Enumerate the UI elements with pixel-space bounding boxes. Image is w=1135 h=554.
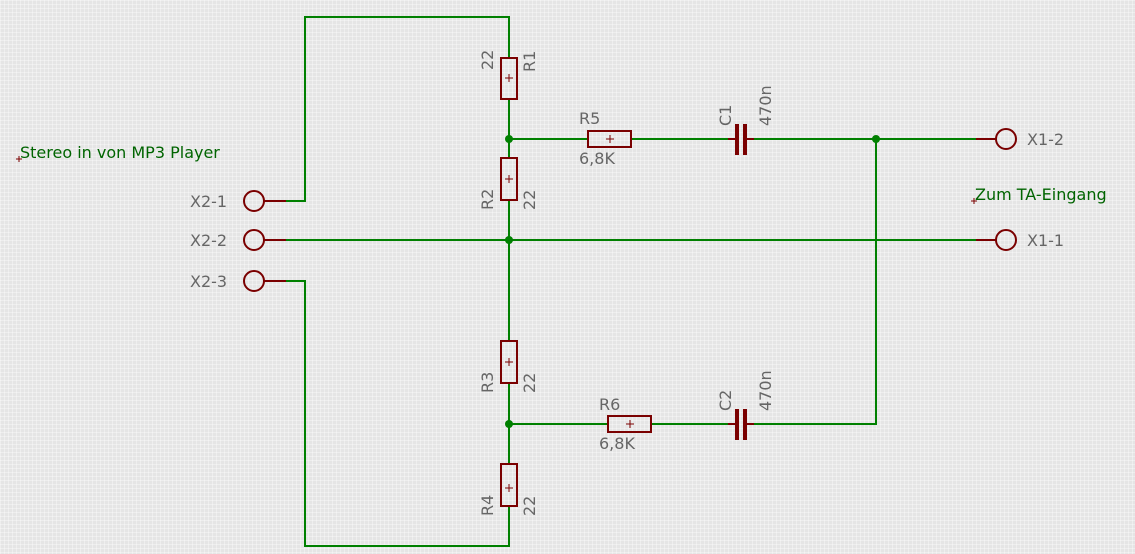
note-input: Stereo in von MP3 Player bbox=[16, 143, 220, 162]
r4-name: R4 bbox=[478, 495, 497, 516]
input-note-text: Stereo in von MP3 Player bbox=[20, 143, 220, 162]
resistor-r3[interactable]: R3 22 bbox=[478, 340, 539, 393]
x1-2-label: X1-2 bbox=[1027, 130, 1064, 149]
connector-x1-2[interactable]: X1-2 bbox=[976, 128, 1064, 150]
c2-value: 470n bbox=[756, 370, 775, 411]
capacitor-c2[interactable]: C2 470n bbox=[716, 370, 775, 440]
r2-value: 22 bbox=[520, 190, 539, 210]
connector-x2-3[interactable]: X2-3 bbox=[190, 270, 286, 292]
r5-value: 6,8K bbox=[579, 149, 615, 168]
resistor-r2[interactable]: R2 22 bbox=[478, 157, 539, 210]
connector-x2-1[interactable]: X2-1 bbox=[190, 190, 286, 212]
resistor-r5[interactable]: R5 6,8K bbox=[579, 109, 632, 168]
capacitor-c1[interactable]: C1 470n bbox=[716, 85, 775, 155]
r6-value: 6,8K bbox=[599, 434, 635, 453]
wire-x2-3 bbox=[286, 280, 510, 547]
r1-value: 22 bbox=[478, 50, 497, 70]
r3-name: R3 bbox=[478, 372, 497, 393]
output-note-text: Zum TA-Eingang bbox=[975, 185, 1107, 204]
resistor-r6[interactable]: R6 6,8K bbox=[599, 395, 652, 453]
x2-1-label: X2-1 bbox=[190, 192, 227, 211]
c1-name: C1 bbox=[716, 105, 735, 126]
c1-value: 470n bbox=[756, 85, 775, 126]
junction-r3-r4 bbox=[505, 420, 513, 428]
c2-name: C2 bbox=[716, 390, 735, 411]
r5-name: R5 bbox=[579, 109, 600, 128]
r3-value: 22 bbox=[520, 373, 539, 393]
x2-3-label: X2-3 bbox=[190, 272, 227, 291]
x2-2-label: X2-2 bbox=[190, 231, 227, 250]
r1-name: R1 bbox=[520, 51, 539, 72]
note-output: Zum TA-Eingang bbox=[971, 185, 1107, 204]
connector-x1-1[interactable]: X1-1 bbox=[976, 229, 1064, 251]
wire-x2-1 bbox=[286, 16, 510, 202]
junction-ground bbox=[505, 236, 513, 244]
junction-r1-r2 bbox=[505, 135, 513, 143]
r2-name: R2 bbox=[478, 189, 497, 210]
wire-c2-return bbox=[748, 139, 877, 425]
connector-x2-2[interactable]: X2-2 bbox=[190, 229, 286, 251]
x1-1-label: X1-1 bbox=[1027, 231, 1064, 250]
r4-value: 22 bbox=[520, 496, 539, 516]
r6-name: R6 bbox=[599, 395, 620, 414]
resistor-r4[interactable]: R4 22 bbox=[478, 463, 539, 516]
resistor-r1[interactable]: R1 22 bbox=[478, 50, 539, 100]
junction-c-return bbox=[872, 135, 880, 143]
wires bbox=[265, 16, 990, 547]
junctions bbox=[505, 135, 880, 428]
